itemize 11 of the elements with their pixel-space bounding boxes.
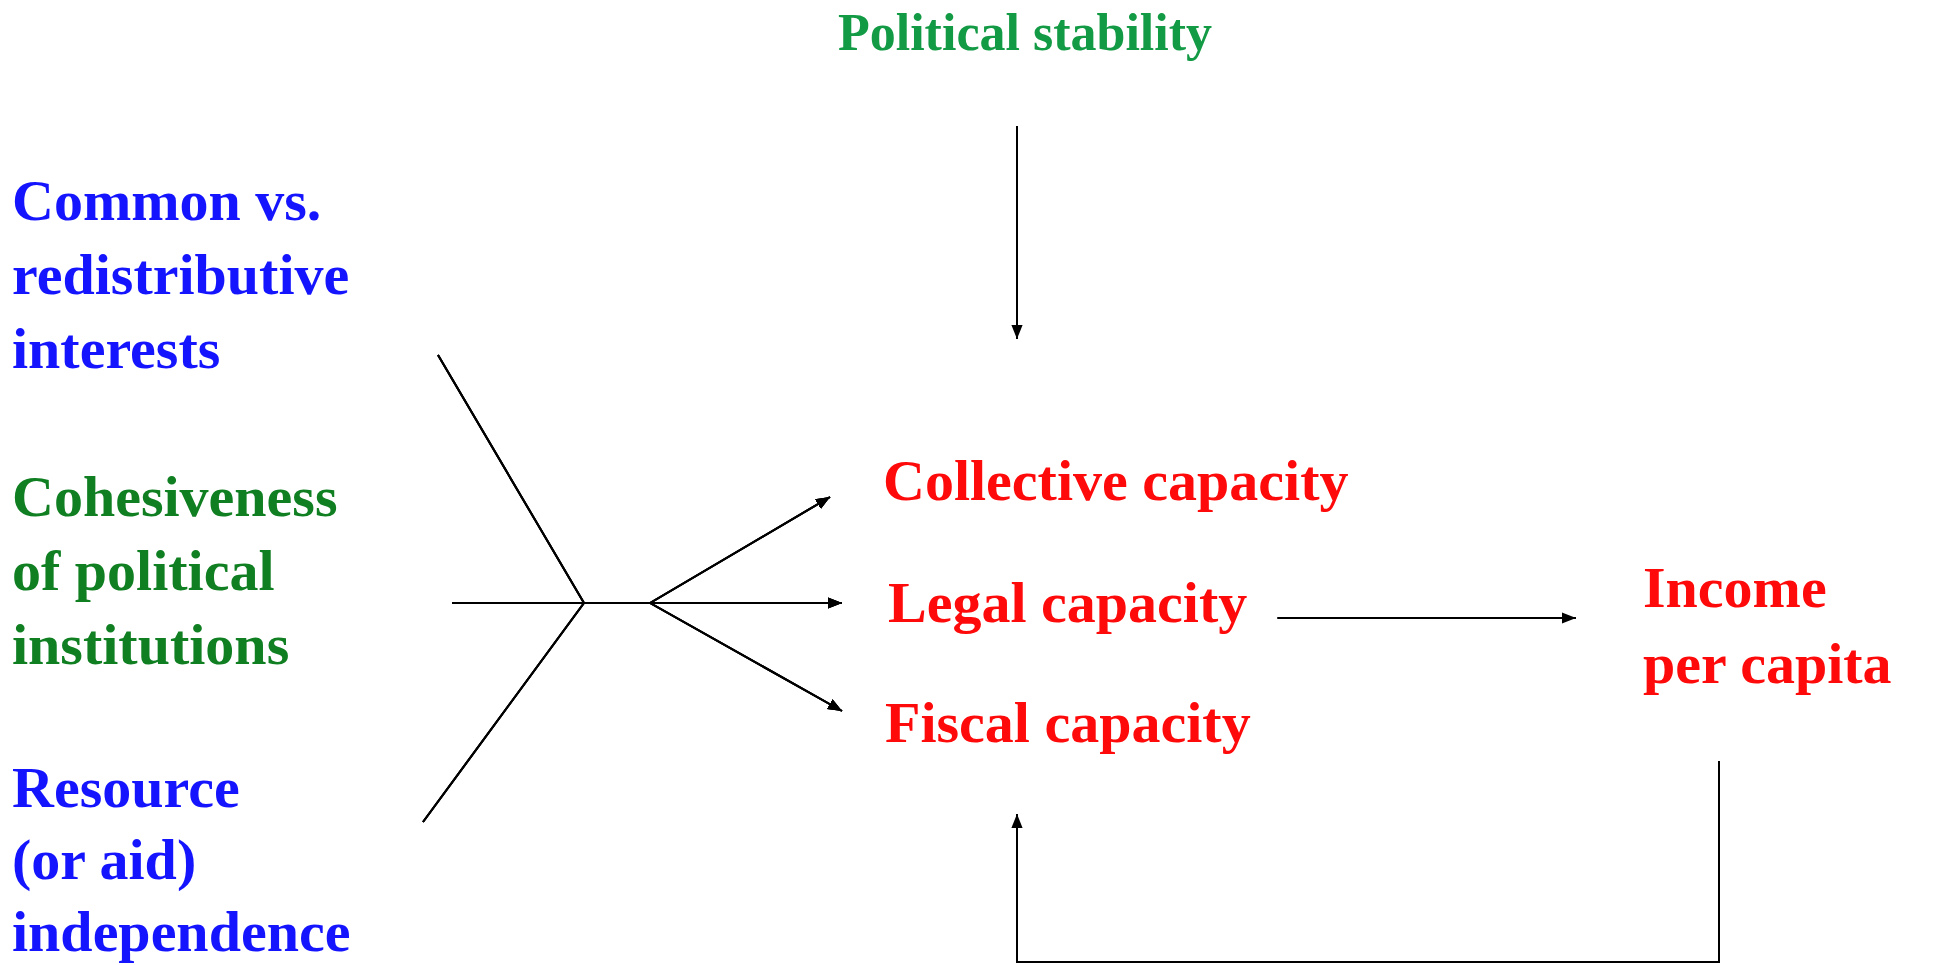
node-label: Income per capita	[1643, 554, 1893, 698]
node-label: Fiscal capacity	[885, 690, 1252, 756]
node-label: Collective capacity	[883, 448, 1350, 514]
node-label: Cohesiveness of political institutions	[12, 463, 339, 679]
arrow	[1011, 760, 1720, 963]
arrow	[1276, 612, 1577, 624]
node-label: Political stability	[836, 3, 1214, 63]
node-label: Resource (or aid) independence	[12, 754, 352, 965]
arrow	[1011, 125, 1023, 340]
node-label: Common vs. redistributive interests	[12, 167, 351, 383]
node-label: Legal capacity	[888, 570, 1249, 636]
